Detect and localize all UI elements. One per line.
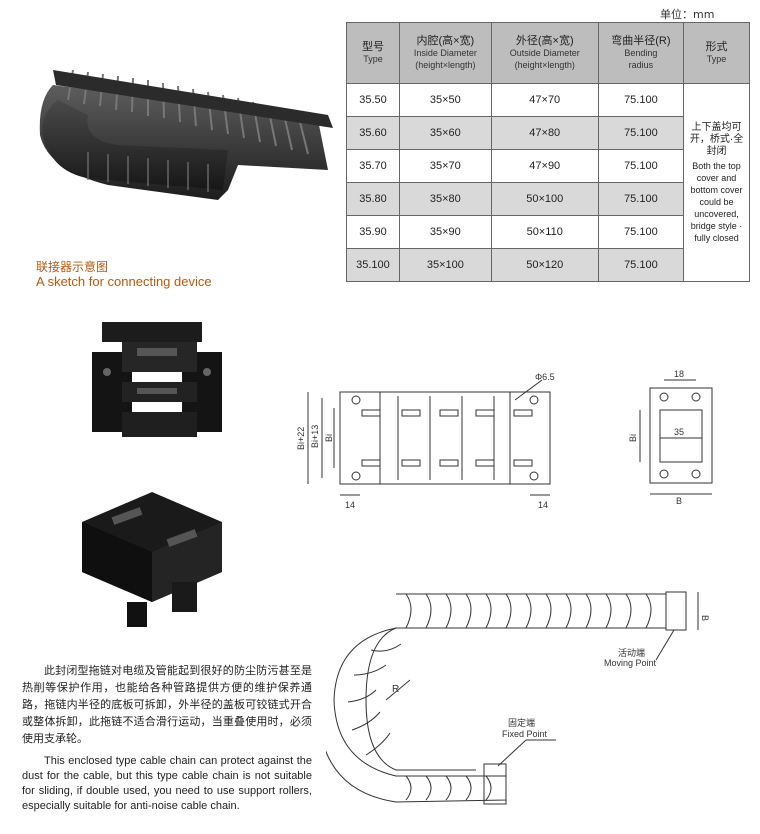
cell-outside: 47×80 [490, 116, 599, 150]
cell-outside: 50×120 [490, 248, 599, 282]
table-row: 35.90 35×90 50×110 75.100 [346, 215, 750, 249]
header-inside: 内腔(高×宽)Inside Diameter(height×length) [398, 22, 492, 84]
chain-layout-drawing: B R 活动端 Moving Point 固定端 Fixed Point [326, 591, 710, 805]
cell-inside: 35×100 [398, 248, 492, 282]
connector-photo-bottom [82, 492, 222, 627]
dim-left-14: 14 [345, 500, 355, 510]
cell-outside: 50×100 [490, 182, 599, 216]
connector-photo-top [92, 322, 222, 437]
fixed-point-en: Fixed Point [502, 729, 548, 739]
description-en: This enclosed type cable chain can prote… [22, 755, 312, 812]
cell-type: 35.60 [346, 116, 400, 150]
dim-18: 18 [674, 369, 684, 379]
cell-type: 35.70 [346, 149, 400, 183]
dim-b-chain: B [700, 615, 710, 621]
table-row: 35.100 35×100 50×120 75.100 [346, 248, 750, 282]
cell-outside: 50×110 [490, 215, 599, 249]
unit-label: 单位：mm [660, 8, 715, 21]
sketch-title-en: A sketch for connecting device [36, 274, 212, 289]
dim-bi-end: Bi [628, 434, 638, 442]
table-row: 35.60 35×60 47×80 75.100 [346, 116, 750, 150]
dim-b: B [676, 496, 682, 506]
cell-inside: 35×90 [398, 215, 492, 249]
cell-type: 35.80 [346, 182, 400, 216]
fixed-point-cn: 固定端 [508, 717, 535, 728]
cell-radius: 75.100 [597, 83, 685, 117]
header-outside: 外径(高×宽)Outside Diameter(height×length) [490, 22, 599, 84]
cell-inside: 35×70 [398, 149, 492, 183]
dim-bi13: Bi+13 [310, 425, 320, 448]
dim-hole: Φ6.5 [535, 372, 555, 382]
cell-outside: 47×70 [490, 83, 599, 117]
dim-35: 35 [674, 427, 684, 437]
dim-bi: Bi [324, 434, 334, 442]
cell-radius: 75.100 [597, 215, 685, 249]
cell-radius: 75.100 [597, 182, 685, 216]
table-row: 35.80 35×80 50×100 75.100 [346, 182, 750, 216]
sketch-title-cn: 联接器示意图 [36, 260, 109, 274]
cable-chain-photo [39, 69, 333, 200]
cell-type: 35.90 [346, 215, 400, 249]
moving-point-cn: 活动端 [618, 647, 645, 658]
moving-point-en: Moving Point [604, 658, 657, 668]
cell-radius: 75.100 [597, 248, 685, 282]
table-row: 35.70 35×70 47×90 75.100 [346, 149, 750, 183]
cell-inside: 35×80 [398, 182, 492, 216]
cell-outside: 47×90 [490, 149, 599, 183]
cell-type: 35.100 [346, 248, 400, 282]
description-cn: 此封闭型拖链对电缆及管能起到很好的防尘防污甚至是热削等保护作用，也能给各种管路提… [22, 664, 312, 745]
end-view-drawing: 18 35 Bi B [628, 369, 713, 506]
table-row: 35.50 35×50 47×70 75.100 上下盖均可开，桥式·全封闭 B… [346, 83, 750, 282]
dim-bi22: Bi+22 [296, 427, 306, 450]
cell-inside: 35×50 [398, 83, 492, 117]
cell-radius: 75.100 [597, 149, 685, 183]
side-view-drawing: Φ6.5 Bi+22 Bi+13 Bi 14 14 [296, 372, 555, 510]
radius-label: R [392, 684, 399, 695]
cell-type: 35.50 [346, 83, 400, 117]
dim-right-14: 14 [538, 500, 548, 510]
cell-radius: 75.100 [597, 116, 685, 150]
cell-form: 上下盖均可开，桥式·全封闭 Both the top cover and bot… [683, 83, 750, 282]
cell-inside: 35×60 [398, 116, 492, 150]
